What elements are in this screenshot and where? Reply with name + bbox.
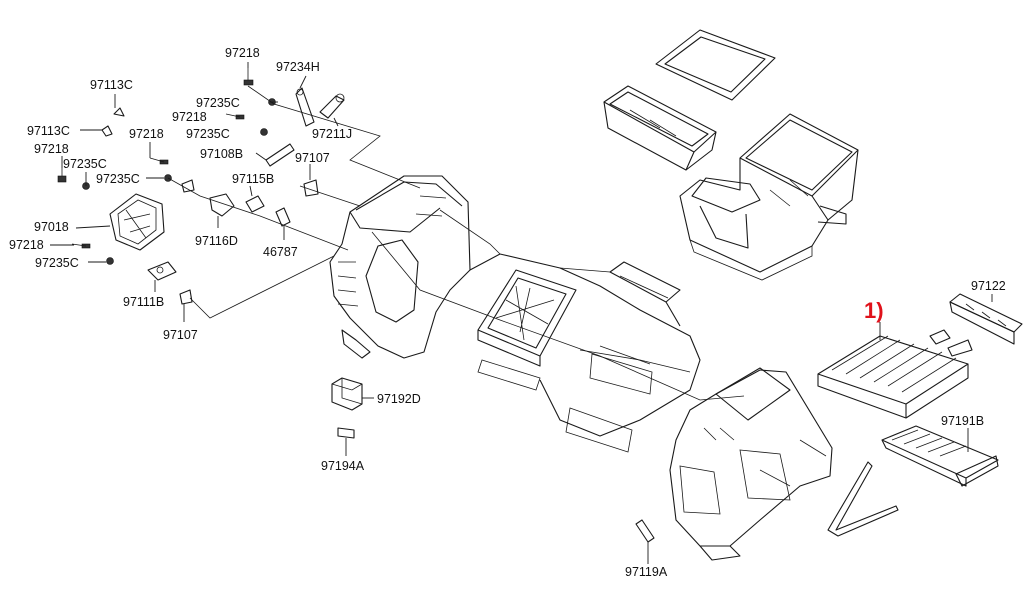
label-97235C: 97235C [186, 127, 230, 141]
label-97218: 97218 [225, 46, 260, 60]
label-97235C: 97235C [196, 96, 240, 110]
label-97119A: 97119A [625, 565, 668, 579]
label-97108B: 97108B [200, 147, 243, 161]
label-97194A: 97194A [321, 459, 365, 473]
label-97113C: 97113C [27, 124, 70, 138]
upper-duct-vent [603, 85, 717, 171]
label-97018: 97018 [34, 220, 69, 234]
label-97107: 97107 [163, 328, 198, 342]
heater-pipe-97122 [949, 293, 1023, 345]
clip-97113C [101, 107, 125, 137]
pin-46787 [275, 207, 291, 227]
label-97107: 97107 [295, 151, 330, 165]
lever-97116D [181, 179, 235, 217]
label-97191B: 97191B [941, 414, 984, 428]
screw-97218 [57, 68, 254, 249]
label-97235C: 97235C [96, 172, 140, 186]
heater-core-97191B [881, 425, 999, 487]
duct-97119A [635, 519, 655, 543]
seal-strip [827, 461, 899, 537]
actuator-97107 [179, 179, 319, 305]
label-97234H: 97234H [276, 60, 320, 74]
resistor-97192D [331, 377, 363, 411]
label-97122: 97122 [971, 279, 1006, 293]
label-97116D: 97116D [195, 234, 238, 248]
label-97235C: 97235C [35, 256, 79, 270]
label-97235C: 97235C [63, 157, 107, 171]
label-97218: 97218 [129, 127, 164, 141]
air-filter-slot [609, 261, 681, 327]
hvac-case-center [469, 253, 701, 453]
label-97218: 97218 [9, 238, 44, 252]
lever-97211J [319, 93, 345, 119]
label-46787: 46787 [263, 245, 298, 259]
label-97113C: 97113C [90, 78, 133, 92]
hvac-case-right [669, 367, 833, 561]
label-97218: 97218 [172, 110, 207, 124]
label-97218: 97218 [34, 142, 69, 156]
rod-97108B [265, 143, 295, 167]
label-97211J: 97211J [312, 127, 352, 141]
leader-lines [50, 62, 993, 564]
heater-core-1 [817, 329, 973, 419]
motor-97018 [109, 193, 165, 251]
hvac-case-left [329, 175, 471, 359]
cam-97115B [245, 195, 265, 213]
upper-duct-frame [655, 29, 776, 101]
clip-97194A [337, 427, 355, 439]
label-97192D: 97192D [377, 392, 421, 406]
label-97111B: 97111B [123, 295, 164, 309]
linkage-97234H [295, 87, 315, 127]
upper-duct-housing [679, 113, 859, 281]
callout-marker: 1) [864, 298, 884, 323]
label-97115B: 97115B [232, 172, 274, 186]
evaporator-cover [477, 269, 577, 367]
lever-97111B [147, 261, 177, 281]
